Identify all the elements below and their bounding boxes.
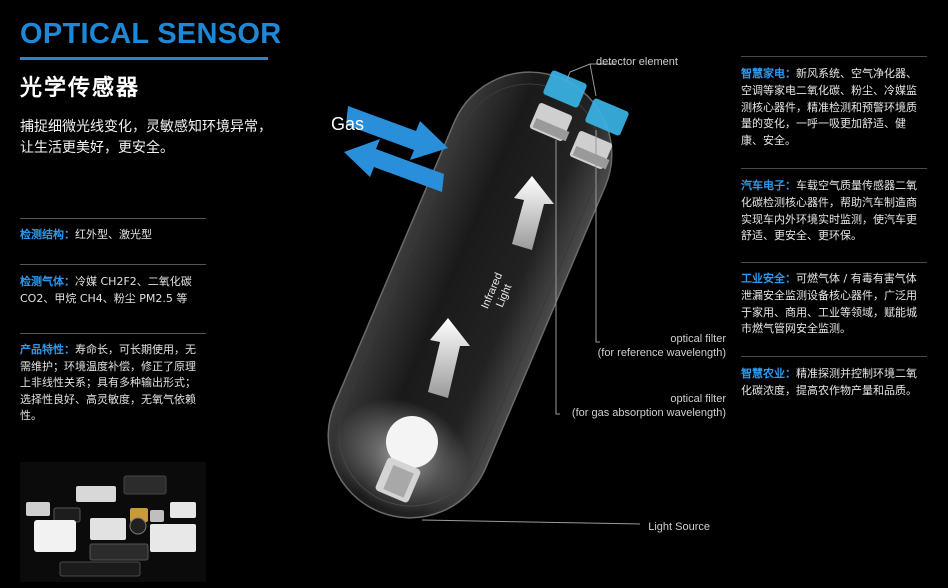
sensor-module (170, 502, 196, 518)
infrared-arrow-upper (512, 176, 554, 250)
sensor-module (89, 543, 149, 561)
sensor-module (26, 502, 50, 516)
spec-structure: 检测结构：红外型、激光型 (20, 227, 206, 244)
app-smart-agriculture: 智慧农业：精准探测并控制环境二氧化碳浓度，提高农作物产量和品质。 (741, 366, 927, 400)
callout-lines (421, 63, 641, 525)
gas-in-arrow (346, 106, 448, 160)
callout-light-source: Light Source (648, 521, 710, 533)
spec-value: 红外型、激光型 (75, 228, 152, 241)
callout-line: (for reference wavelength) (597, 347, 726, 359)
gas-out-arrow (344, 139, 444, 192)
app-divider (741, 168, 927, 169)
title-underline (20, 57, 268, 60)
spec-value: 冷媒 CH2F2、二氧化碳 CO2、甲烷 CH4、粉尘 PM2.5 等 (20, 275, 192, 305)
spec-key: 检测气体： (20, 275, 75, 288)
app-value: 精准探测并控制环境二氧化碳浓度，提高农作物产量和品质。 (741, 367, 917, 397)
app-divider (741, 356, 927, 357)
callout-filter-reference: optical filter (for reference wavelength… (560, 332, 726, 360)
sensor-module (53, 507, 81, 523)
spec-gases: 检测气体：冷媒 CH2F2、二氧化碳 CO2、甲烷 CH4、粉尘 PM2.5 等 (20, 274, 206, 307)
sensor-module (129, 517, 147, 535)
callout-detector: detector element (596, 56, 678, 68)
spec-value: 寿命长，可长期使用，无需维护；环境温度补偿，修正了原理上非线性关系；具有多种输出… (20, 343, 196, 422)
sensor-diagram: Infrared Light (327, 63, 641, 525)
sensor-module (150, 524, 196, 552)
spec-features: 产品特性：寿命长，可长期使用，无需维护；环境温度补偿，修正了原理上非线性关系；具… (20, 342, 206, 425)
sensor-module (59, 561, 141, 577)
spec-divider (20, 264, 206, 265)
sensor-module (34, 520, 76, 552)
optical-filter-reference (543, 70, 587, 108)
spec-divider (20, 333, 206, 334)
app-value: 新风系统、空气净化器、空调等家电二氧化碳、粉尘、冷媒监测核心器件，精准检测和预警… (741, 67, 917, 148)
app-key: 汽车电子： (741, 179, 796, 192)
page-title-cn: 光学传感器 (20, 76, 141, 101)
callout-line: (for gas absorption wavelength) (571, 407, 726, 419)
app-key: 工业安全： (741, 272, 796, 285)
app-key: 智慧农业： (741, 367, 796, 380)
spec-divider (20, 218, 206, 219)
detector-element-left (529, 103, 573, 142)
spec-key: 产品特性： (20, 343, 75, 356)
app-automotive: 汽车电子：车载空气质量传感器二氧化碳检测核心器件，帮助汽车制造商实现车内外环境实… (741, 178, 927, 245)
app-key: 智慧家电： (741, 67, 796, 80)
light-source (375, 416, 438, 503)
optical-filter-gas (585, 98, 629, 136)
intro-text: 捕捉细微光线变化，灵敏感知环境异常，让生活更美好，更安全。 (20, 119, 272, 156)
app-smart-home: 智慧家电：新风系统、空气净化器、空调等家电二氧化碳、粉尘、冷媒监测核心器件，精准… (741, 66, 927, 150)
gas-label: Gas (331, 114, 365, 134)
callout-line: optical filter (670, 333, 726, 345)
app-value: 车载空气质量传感器二氧化碳检测核心器件，帮助汽车制造商实现车内外环境实时监测，使… (741, 179, 917, 243)
app-value: 可燃气体 / 有毒有害气体泄漏安全监测设备核心器件，广泛用于家用、商用、工业等领… (741, 272, 917, 336)
spec-key: 检测结构： (20, 228, 75, 241)
sensor-module (76, 486, 116, 502)
infrared-arrow-lower (428, 318, 470, 398)
sensor-module (150, 510, 164, 522)
page-title-en: OPTICAL SENSOR (20, 18, 282, 50)
app-industrial-safety: 工业安全：可燃气体 / 有毒有害气体泄漏安全监测设备核心器件，广泛用于家用、商用… (741, 271, 927, 338)
product-photo (20, 462, 206, 582)
sensor-module (90, 518, 126, 540)
app-divider (741, 56, 927, 57)
callout-line: optical filter (670, 393, 726, 405)
sensor-module (123, 475, 167, 495)
callout-filter-gas: optical filter (for gas absorption wavel… (540, 392, 726, 420)
app-divider (741, 262, 927, 263)
detector-element-right (569, 131, 613, 170)
